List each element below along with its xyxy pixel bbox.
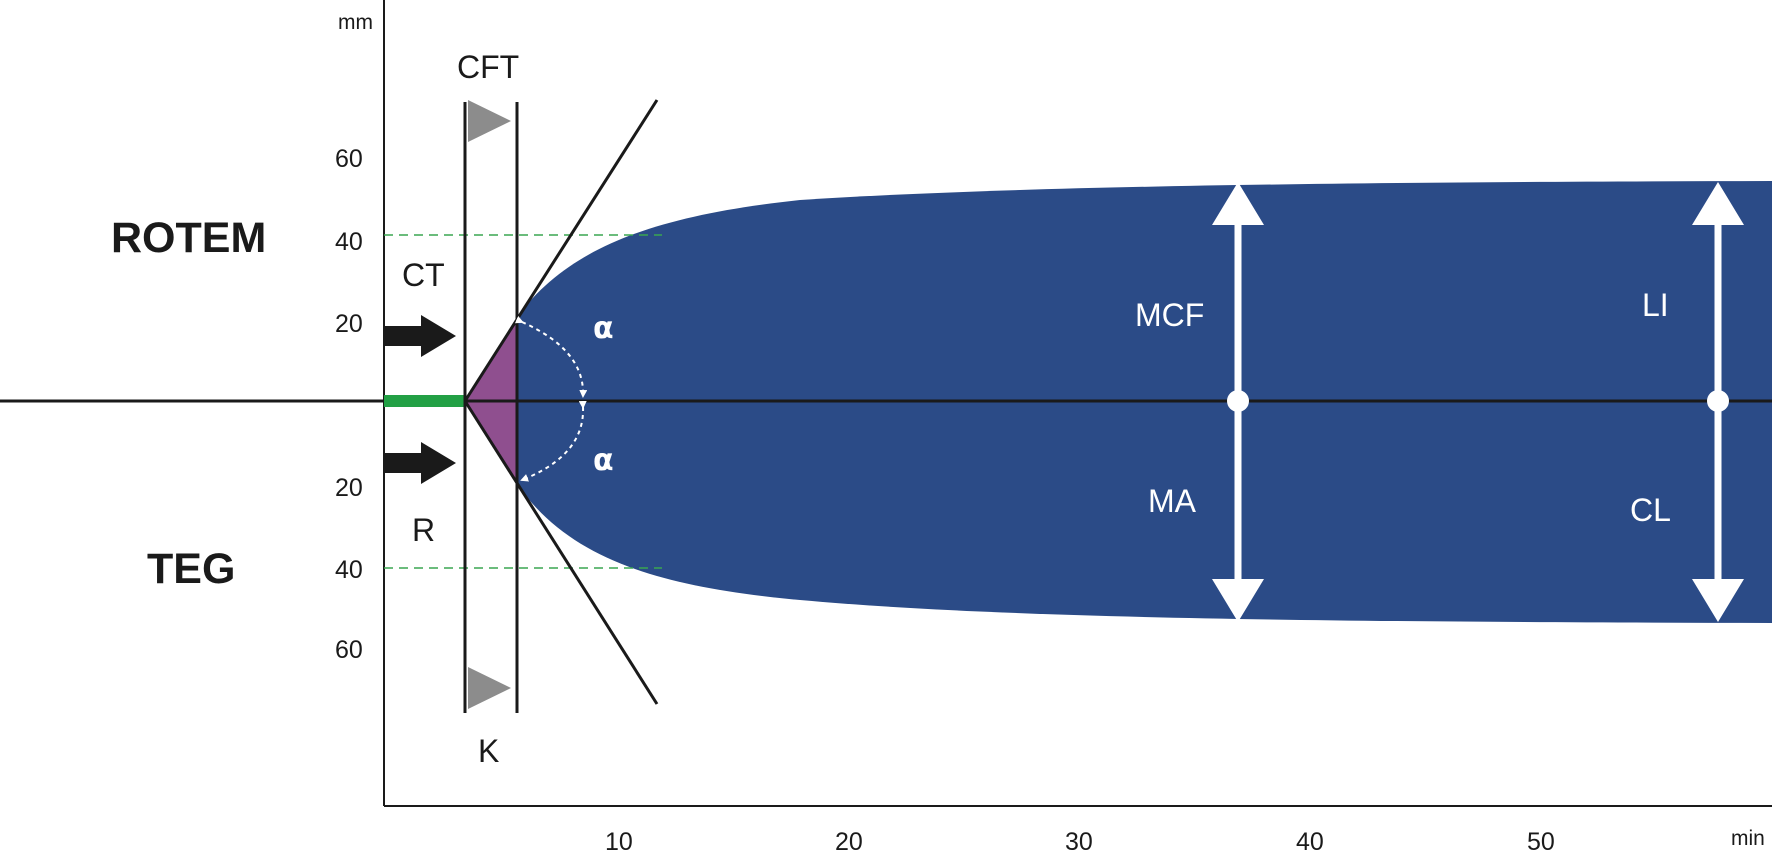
ct-arrow-icon [384,315,456,357]
li-label: LI [1642,287,1669,323]
r-label: R [412,512,435,548]
x-tick-30: 30 [1065,828,1093,850]
alpha-label-lower: α [593,443,614,478]
r-arrow-icon [384,442,456,484]
ct-label: CT [402,257,445,293]
angle-line-upper [463,99,659,402]
mcf-label: MCF [1135,297,1204,333]
k-label: K [478,733,499,769]
upper-tick-40: 40 [335,228,363,256]
lower-tick-60: 60 [335,636,363,664]
x-tick-40: 40 [1296,828,1324,850]
x-unit-label: min [1731,827,1765,850]
cft-marker-icon [468,100,511,142]
alpha-label-upper: α [593,311,614,346]
lower-tick-40: 40 [335,556,363,584]
x-tick-20: 20 [835,828,863,850]
ma-label: MA [1148,483,1197,519]
alpha-arc-upper-icon [514,315,588,398]
upper-tick-60: 60 [335,145,363,173]
k-marker-icon [468,667,511,709]
cft-label: CFT [457,49,519,85]
x-tick-10: 10 [605,828,633,850]
li-cl-amplitude-arrow-icon [1692,182,1744,622]
alpha-arc-lower-icon [520,400,587,482]
mcf-ma-amplitude-arrow-icon [1212,182,1264,622]
teg-label: TEG [147,545,235,593]
upper-tick-20: 20 [335,310,363,338]
angle-line-lower [463,400,659,705]
x-tick-50: 50 [1527,828,1555,850]
rotem-label: ROTEM [111,214,266,262]
lower-tick-20: 20 [335,474,363,502]
cl-label: CL [1630,492,1671,528]
y-unit-label: mm [338,11,373,34]
